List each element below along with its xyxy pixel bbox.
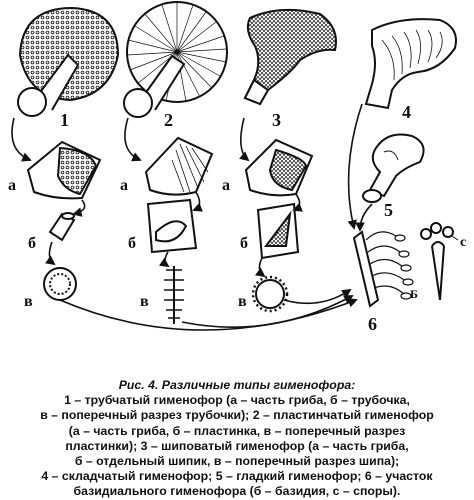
figure-labels: 1 2 3 4 5 6 а а а б б б в в в Б с xyxy=(8,102,466,334)
panel-label-3: 3 xyxy=(272,110,281,130)
gill-cross-section-v xyxy=(164,266,184,324)
caption-line: (а – часть гриба, б – пластинка, в – поп… xyxy=(68,423,406,438)
part-label-a-1: а xyxy=(8,177,16,194)
basidium-with-spores xyxy=(420,222,459,301)
process-arrows xyxy=(11,103,373,331)
caption-line: в – поперечный разрез трубочки); 2 – пла… xyxy=(40,408,434,423)
panel-label-5: 5 xyxy=(384,200,393,220)
part-label-a-2: а xyxy=(120,177,128,194)
part-label-b-1: б xyxy=(28,235,36,252)
tube-b xyxy=(48,212,76,242)
caption-line: 1 – трубчатый гименофор (а – часть гриба… xyxy=(64,393,410,408)
mushroom-5-smooth xyxy=(362,133,425,203)
lamellar-fragment-a xyxy=(144,136,214,196)
panel-label-1: 1 xyxy=(60,110,69,130)
panel-label-4: 4 xyxy=(402,102,411,122)
hymenophor-illustration: 1 2 3 4 5 6 а а а б б б в в в Б с xyxy=(8,1,466,334)
panel-label-2: 2 xyxy=(164,110,173,130)
mushroom-3-spiny xyxy=(243,8,337,106)
caption-line: пластинки); 3 – шиповатый гименофор (а –… xyxy=(65,438,409,453)
tube-cross-section-v xyxy=(43,267,77,301)
mushroom-2-lamellar xyxy=(123,1,228,118)
part-label-v-2: в xyxy=(140,293,149,310)
part-label-v-1: в xyxy=(24,293,33,310)
part-label-spores: с xyxy=(460,235,466,250)
mushroom-4-folded xyxy=(364,18,457,110)
part-label-v-3: в xyxy=(238,293,247,310)
tubular-fragment-a xyxy=(26,140,102,200)
panel-label-6: 6 xyxy=(368,314,377,334)
part-label-a-3: а xyxy=(222,177,230,194)
spine-b xyxy=(256,202,300,260)
part-label-b-3: б xyxy=(240,235,248,252)
caption-title: Рис. 4. Различные типы гименофора: xyxy=(118,378,356,392)
caption-line: б – отдельный шипик, в – поперечный разр… xyxy=(74,454,400,469)
gill-plate-b xyxy=(146,198,198,254)
basidia-section-6 xyxy=(352,230,414,308)
spiny-fragment-a xyxy=(244,138,314,197)
part-label-basidium: Б xyxy=(410,287,418,301)
figure-caption: Рис. 4. Различные типы гименофора: 1 – т… xyxy=(6,378,468,500)
mushroom-1-tubular xyxy=(17,6,120,117)
caption-line: базидиального гименофора (б – базидия, с… xyxy=(73,484,401,499)
spine-cross-section-v xyxy=(251,275,289,313)
caption-line: 4 – складчатый гименофор; 5 – гладкий ги… xyxy=(41,469,433,484)
part-label-b-2: б xyxy=(128,235,136,252)
